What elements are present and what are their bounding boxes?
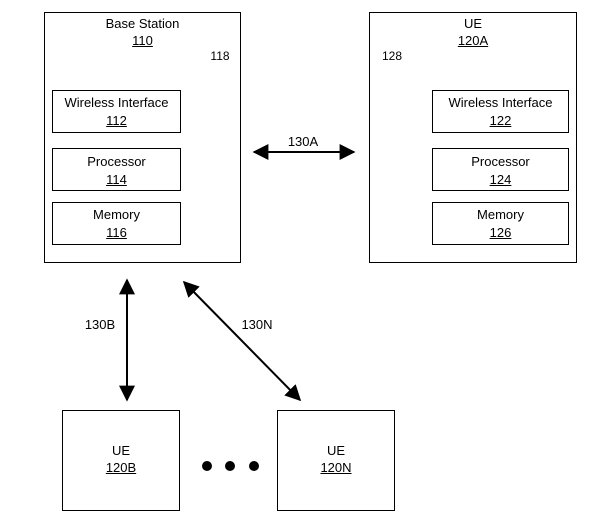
ue-a-processor-box bbox=[432, 148, 569, 191]
link-130n-label: 130N bbox=[241, 317, 273, 332]
ue-n-ref: 120N bbox=[320, 460, 352, 475]
base-wireless-interface-ref: 112 bbox=[106, 113, 127, 128]
ue-b-ref: 120B bbox=[105, 460, 137, 475]
base-station-title: Base Station bbox=[105, 16, 180, 31]
ue-a-title: UE bbox=[463, 16, 483, 31]
base-wireless-interface-label: Wireless Interface bbox=[64, 95, 169, 110]
ue-a-wireless-interface-ref: 122 bbox=[489, 113, 512, 128]
ue-a-memory-label: Memory bbox=[477, 207, 524, 222]
link-130a-label: 130A bbox=[287, 134, 319, 149]
ue-b-box bbox=[62, 410, 180, 511]
link-130n-arrow bbox=[182, 280, 302, 402]
base-station-ref: 110 bbox=[132, 33, 153, 48]
ue-a-processor-ref: 124 bbox=[489, 172, 512, 187]
ellipsis-dots-icon bbox=[202, 461, 259, 471]
link-130b-label: 130B bbox=[84, 317, 116, 332]
ue-a-memory-box bbox=[432, 202, 569, 245]
ue-a-memory-ref: 126 bbox=[489, 225, 512, 240]
ue-n-title: UE bbox=[326, 443, 346, 458]
ue-a-wireless-interface-box bbox=[432, 90, 569, 133]
ue-a-wireless-interface-label: Wireless Interface bbox=[448, 95, 553, 110]
base-wireless-interface-box bbox=[52, 90, 181, 133]
ue-a-processor-label: Processor bbox=[471, 154, 530, 169]
base-processor-ref: 114 bbox=[106, 172, 127, 187]
ue-a-antenna-ref: 128 bbox=[381, 49, 403, 63]
base-memory-label: Memory bbox=[93, 207, 140, 222]
base-processor-box bbox=[52, 148, 181, 191]
base-processor-label: Processor bbox=[87, 154, 146, 169]
base-memory-ref: 116 bbox=[106, 225, 127, 240]
base-memory-box bbox=[52, 202, 181, 245]
ue-n-box bbox=[277, 410, 395, 511]
ue-a-ref: 120A bbox=[457, 33, 489, 48]
ue-b-title: UE bbox=[111, 443, 131, 458]
base-antenna-ref: 118 bbox=[210, 49, 230, 63]
